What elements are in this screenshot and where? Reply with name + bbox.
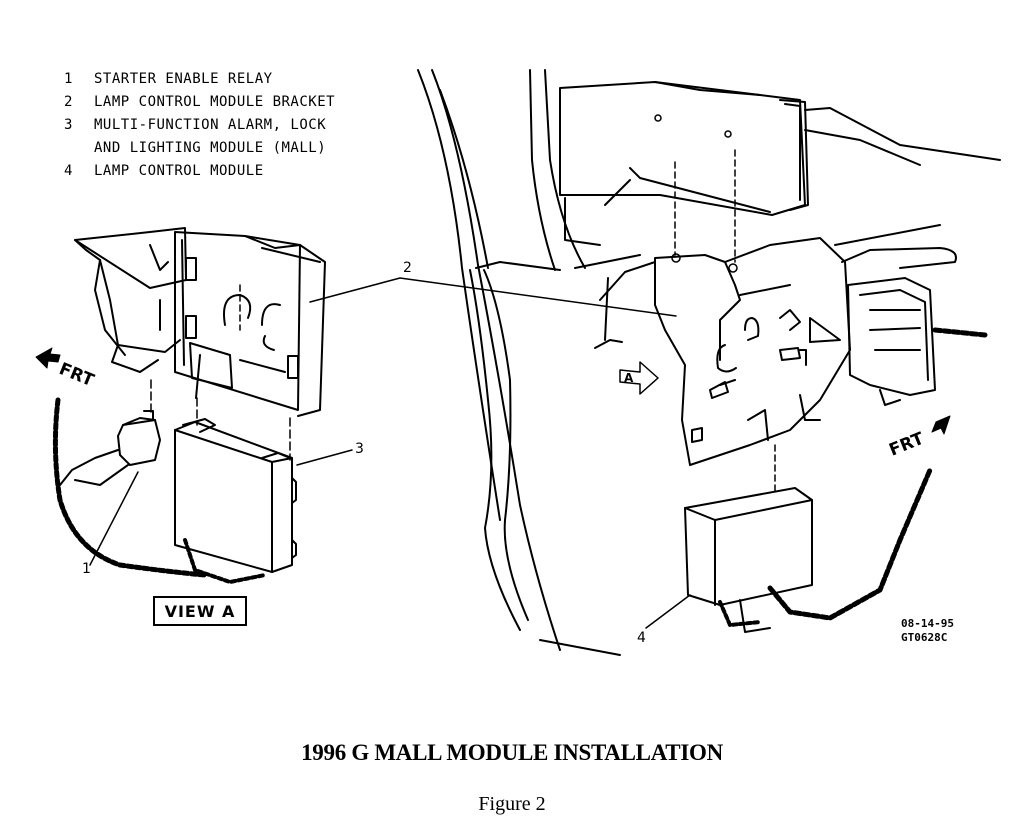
legend-text: LAMP CONTROL MODULE BRACKET — [94, 94, 336, 110]
view-a-marker — [619, 361, 659, 395]
harness-wire-left — [52, 397, 208, 578]
legend-item-3-continued: AND LIGHTING MODULE (MALL) — [94, 140, 327, 156]
legend-text: STARTER ENABLE RELAY — [94, 71, 273, 87]
mall-module — [174, 418, 297, 584]
callout-2: 2 — [403, 260, 412, 276]
callout-3: 3 — [355, 441, 364, 457]
lamp-control-module — [684, 467, 933, 633]
legend-text: MULTI-FUNCTION ALARM, LOCK — [94, 117, 327, 133]
alignment-guides-right — [674, 149, 776, 496]
callout-leaders — [89, 277, 691, 629]
frt-label-right: FRT — [886, 429, 927, 461]
legend-item-2: 2 LAMP CONTROL MODULE BRACKET — [64, 91, 335, 114]
legend-text: LAMP CONTROL MODULE — [94, 163, 264, 179]
legend-item-4: 4 LAMP CONTROL MODULE — [64, 160, 335, 183]
legend-number: 2 — [64, 94, 73, 110]
callout-4: 4 — [637, 630, 646, 646]
upper-duct-bracket — [559, 81, 1001, 246]
door-pillar — [417, 69, 641, 656]
legend-item-3: 3 MULTI-FUNCTION ALARM, LOCK — [64, 114, 335, 137]
drawing-id-code: GT0628C — [901, 631, 948, 644]
parts-legend: 1 STARTER ENABLE RELAY 2 LAMP CONTROL MO… — [64, 68, 335, 183]
legend-number: 3 — [64, 117, 73, 133]
figure-number: Figure 2 — [478, 793, 546, 815]
mounting-bracket-view-a — [74, 227, 326, 417]
frt-label-left: FRT — [56, 359, 97, 391]
figure-title: 1996 G MALL MODULE INSTALLATION — [301, 740, 723, 765]
legend-number: 1 — [64, 71, 73, 87]
callout-1: 1 — [82, 561, 91, 577]
frt-arrow-left — [35, 347, 61, 369]
drawing-date-code: 08-14-95 — [901, 617, 954, 630]
legend-item-1: 1 STARTER ENABLE RELAY — [64, 68, 335, 91]
alignment-guides-left — [150, 284, 291, 461]
starter-enable-relay — [59, 410, 161, 486]
legend-number: 4 — [64, 163, 73, 179]
frt-arrow-right — [931, 415, 951, 435]
lamp-control-module-bracket — [594, 224, 957, 466]
right-cluster-connector — [847, 277, 988, 406]
view-a-label: VIEW A — [153, 596, 247, 626]
fastener-holes — [654, 114, 738, 273]
view-a-marker-label: A — [624, 371, 634, 385]
